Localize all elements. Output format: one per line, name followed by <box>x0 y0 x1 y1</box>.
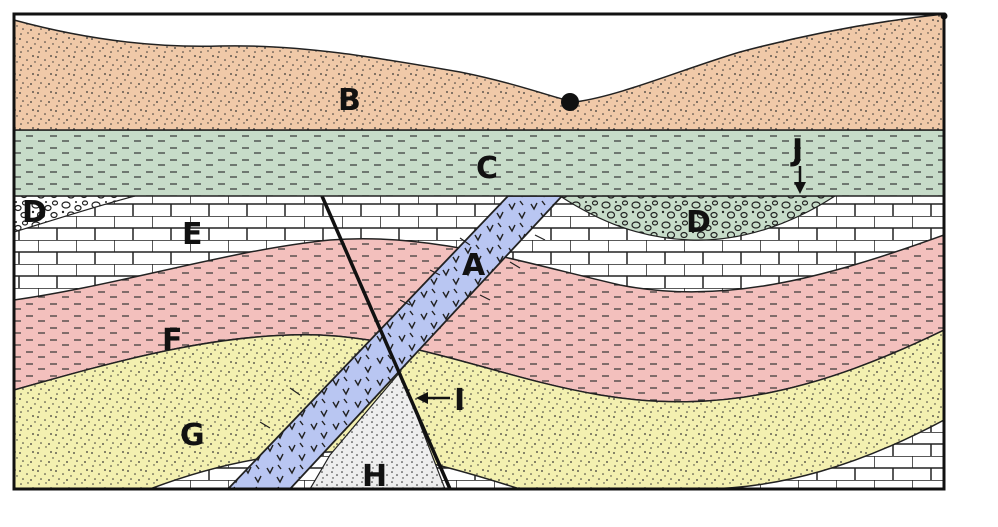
label-h: H <box>362 459 387 494</box>
label-g: G <box>180 418 205 453</box>
diagram-frame <box>12 12 946 491</box>
label-e: E <box>182 217 203 252</box>
label-j: J <box>790 133 803 168</box>
arrow-j <box>794 166 806 194</box>
label-a: A <box>462 248 486 283</box>
label-d-left: D <box>22 195 47 230</box>
label-c: C <box>476 151 498 186</box>
arrow-i <box>416 392 450 404</box>
label-f: F <box>162 323 183 358</box>
contact-ticks <box>259 234 546 429</box>
label-d-right: D <box>686 205 711 240</box>
label-i: I <box>454 383 465 418</box>
surface-gap <box>578 22 618 90</box>
surface-point-marker <box>561 93 579 111</box>
label-b: B <box>338 83 361 118</box>
fault-i <box>320 196 452 489</box>
